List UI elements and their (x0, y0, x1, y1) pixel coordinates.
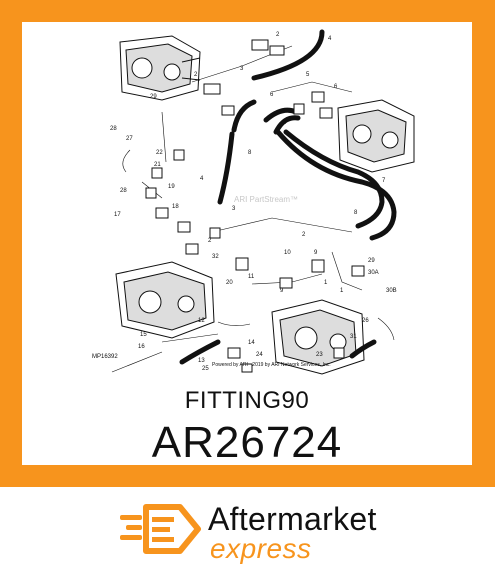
svg-text:4: 4 (200, 176, 204, 182)
svg-text:30B: 30B (386, 288, 397, 294)
svg-text:31: 31 (350, 334, 357, 340)
svg-text:27: 27 (126, 136, 133, 142)
svg-text:30A: 30A (368, 270, 379, 276)
svg-text:1: 1 (340, 288, 344, 294)
svg-text:17: 17 (114, 212, 121, 218)
svg-text:9: 9 (314, 250, 318, 256)
svg-text:7: 7 (284, 120, 288, 126)
svg-text:29: 29 (150, 94, 157, 100)
svg-text:14: 14 (248, 340, 255, 346)
svg-text:8: 8 (354, 210, 358, 216)
svg-text:1: 1 (324, 280, 328, 286)
svg-text:21: 21 (154, 162, 161, 168)
svg-text:25: 25 (202, 366, 209, 372)
hexagon-e-logo-icon[interactable] (118, 503, 206, 555)
svg-text:24: 24 (256, 352, 263, 358)
product-card: 2 4 2 3 5 6 6 29 7 8 28 27 22 21 28 19 4… (22, 22, 472, 467)
svg-text:28: 28 (120, 188, 127, 194)
svg-text:5: 5 (306, 72, 310, 78)
svg-text:28: 28 (110, 126, 117, 132)
svg-text:12: 12 (198, 318, 205, 324)
part-number: AR26724 (151, 418, 343, 467)
part-name: FITTING90 (184, 387, 310, 414)
svg-text:2: 2 (208, 238, 212, 244)
svg-text:32: 32 (212, 254, 219, 260)
svg-text:6: 6 (334, 84, 338, 90)
svg-text:22: 22 (156, 150, 163, 156)
svg-text:23: 23 (316, 352, 323, 358)
svg-text:18: 18 (172, 204, 179, 210)
brand-footer: Aftermarket express (0, 487, 495, 575)
svg-text:7: 7 (382, 178, 386, 184)
svg-text:26: 26 (362, 318, 369, 324)
exploded-view-drawing: 2 4 2 3 5 6 6 29 7 8 28 27 22 21 28 19 4… (92, 29, 415, 375)
svg-text:6: 6 (270, 92, 274, 98)
svg-text:15: 15 (140, 332, 147, 338)
svg-text:8: 8 (248, 150, 252, 156)
figure-id: MP16392 (92, 354, 118, 360)
svg-text:4: 4 (328, 36, 332, 42)
svg-text:10: 10 (284, 250, 291, 256)
callout-labels: 2 4 2 3 5 6 6 29 7 8 28 27 22 21 28 19 4… (110, 32, 397, 372)
fittings (145, 39, 365, 373)
watermark-text: ARI PartStream™ (234, 195, 298, 204)
svg-text:3: 3 (232, 206, 236, 212)
svg-text:2: 2 (194, 72, 198, 78)
svg-text:3: 3 (240, 66, 244, 72)
svg-text:16: 16 (138, 344, 145, 350)
pump-lower-left (115, 261, 215, 339)
svg-text:11: 11 (248, 274, 255, 280)
svg-text:9: 9 (280, 288, 284, 294)
svg-text:2: 2 (302, 232, 306, 238)
brand-name-aftermarket[interactable]: Aftermarket (208, 501, 377, 537)
svg-text:13: 13 (198, 358, 205, 364)
copyright-caption: Powered by ARI · 2019 by ARI Network Ser… (212, 362, 331, 368)
brand-name-express[interactable]: express (210, 533, 312, 564)
pump-top-right (337, 99, 415, 173)
svg-text:19: 19 (168, 184, 175, 190)
svg-text:29: 29 (368, 258, 375, 264)
pump-top-left (119, 35, 201, 101)
svg-text:2: 2 (276, 32, 280, 38)
svg-text:20: 20 (226, 280, 233, 286)
hydraulic-parts-diagram[interactable]: 2 4 2 3 5 6 6 29 7 8 28 27 22 21 28 19 4… (22, 22, 472, 382)
hoses (179, 29, 397, 365)
